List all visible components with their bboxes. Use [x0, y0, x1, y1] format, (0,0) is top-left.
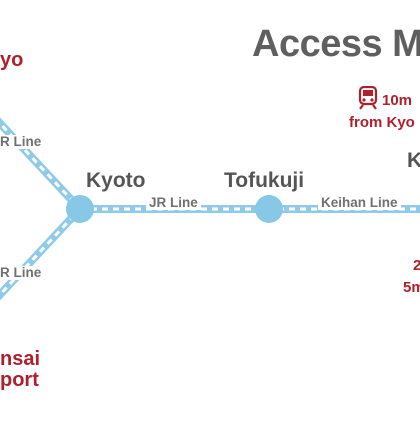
- station-label-partial: K: [407, 149, 420, 172]
- walk-time-label: 10m: [382, 92, 413, 109]
- station-label-kyoto: Kyoto: [86, 169, 146, 192]
- page-title: Access M: [252, 23, 420, 65]
- lower-number-label: 2: [413, 257, 420, 274]
- place-tokyo-label: yo: [0, 49, 24, 71]
- station-label-tofukuji: Tofukuji: [224, 169, 305, 192]
- lower-time-label: 5m: [403, 279, 420, 296]
- rail-lower-diagonal: [0, 206, 83, 301]
- station-dot-tofukuji[interactable]: [255, 195, 283, 223]
- rail-upper-diagonal: [0, 117, 83, 212]
- line-label-keihan: Keihan Line: [318, 196, 401, 210]
- train-icon: [358, 86, 378, 110]
- line-label-jr-main: JR Line: [146, 196, 201, 210]
- station-dot-kyoto[interactable]: [66, 195, 94, 223]
- line-label-jr-lower: R Line: [0, 266, 45, 280]
- line-label-jr-upper: R Line: [0, 135, 45, 149]
- place-kansai-label-line1: nsai: [0, 348, 41, 370]
- place-kansai-label-line2: port: [0, 369, 39, 391]
- walk-from-label: from Kyo: [349, 114, 415, 131]
